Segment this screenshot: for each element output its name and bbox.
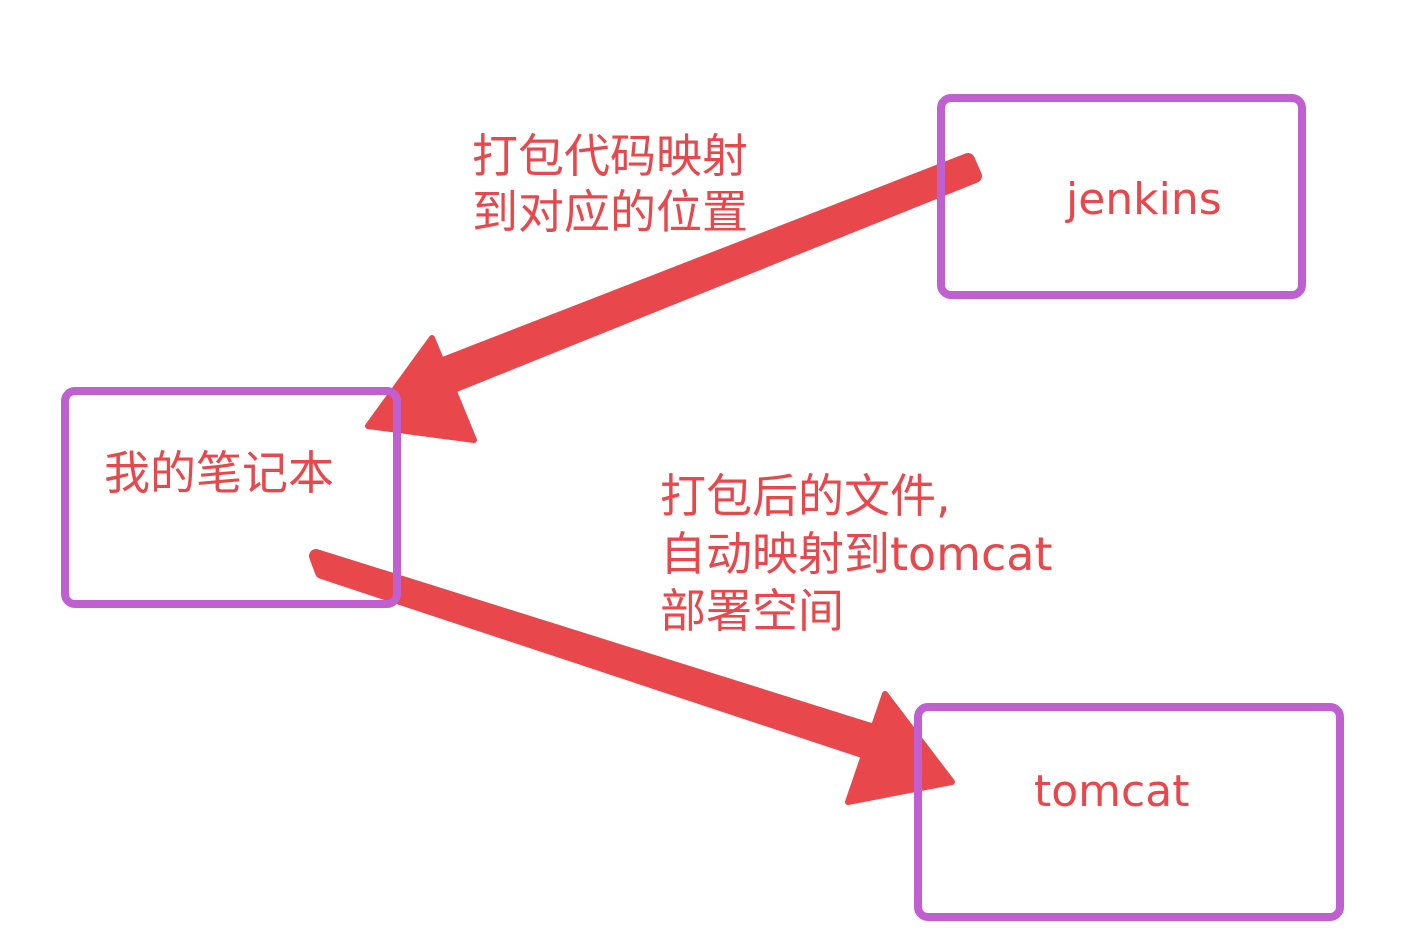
tomcat-label: tomcat xyxy=(1034,766,1190,817)
laptop-label: 我的笔记本 xyxy=(104,446,334,500)
annotation-top-line-1: 打包代码映射 xyxy=(472,129,748,183)
laptop-node xyxy=(61,387,401,608)
arrow-laptop-to-tomcat xyxy=(309,549,955,805)
tomcat-node xyxy=(914,703,1344,921)
annotation-top-line-2: 到对应的位置 xyxy=(472,185,748,240)
annotation-bottom-line-3: 部署空间 xyxy=(660,584,844,638)
annotation-top: 打包代码映射 到对应的位置 xyxy=(472,128,748,240)
jenkins-label: jenkins xyxy=(1066,174,1222,225)
annotation-bottom-line-1: 打包后的文件, xyxy=(660,469,951,523)
annotation-bottom: 打包后的文件, 自动映射到tomcat 部署空间 xyxy=(660,468,1053,641)
annotation-bottom-line-2: 自动映射到tomcat xyxy=(660,526,1053,581)
jenkins-node xyxy=(937,94,1306,299)
